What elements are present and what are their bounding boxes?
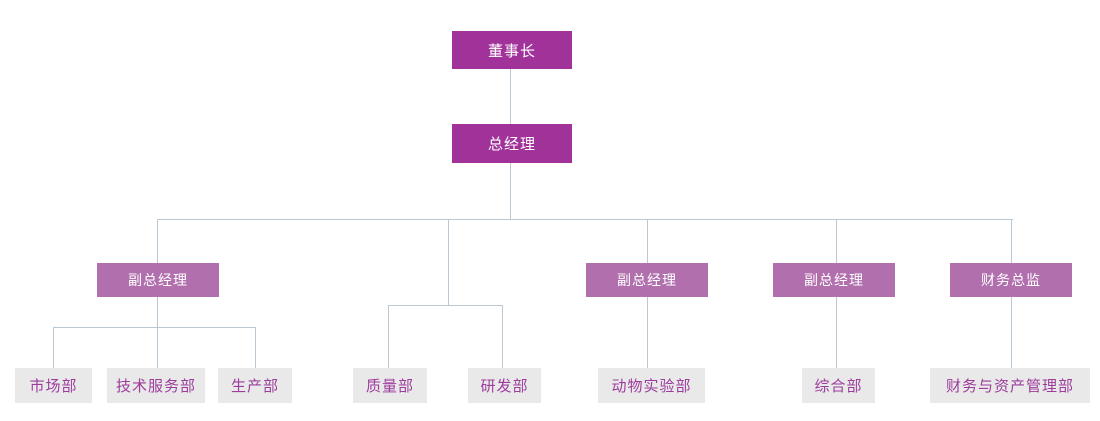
connector-line [647, 219, 648, 263]
connector-line [1011, 219, 1012, 263]
connector-line [157, 296, 158, 327]
org-node-deputy-gm-3: 副总经理 [773, 263, 895, 297]
connector-line [53, 327, 256, 328]
org-node-tech-service-dept: 技术服务部 [107, 368, 205, 403]
connector-line [836, 219, 837, 263]
org-node-deputy-gm-1: 副总经理 [97, 263, 219, 297]
connector-line [388, 305, 389, 368]
org-node-general-manager: 总经理 [452, 124, 572, 163]
connector-line [157, 327, 158, 368]
org-node-quality-dept: 质量部 [353, 368, 427, 403]
connector-line [255, 327, 256, 368]
connector-line [502, 305, 503, 368]
org-node-animal-lab-dept: 动物实验部 [598, 368, 705, 403]
connector-line [1011, 296, 1012, 368]
connector-line [836, 296, 837, 368]
connector-line [388, 305, 502, 306]
org-node-finance-director: 财务总监 [950, 263, 1072, 297]
connector-line [157, 219, 1013, 220]
connector-line [510, 69, 511, 124]
connector-line [448, 219, 449, 305]
connector-line [53, 327, 54, 368]
org-node-rd-dept: 研发部 [468, 368, 541, 403]
connector-line [510, 163, 511, 219]
org-node-chairman: 董事长 [452, 31, 572, 69]
org-node-general-affairs-dept: 综合部 [802, 368, 875, 403]
org-node-finance-asset-dept: 财务与资产管理部 [930, 368, 1090, 403]
org-node-marketing-dept: 市场部 [15, 368, 92, 403]
org-node-deputy-gm-2: 副总经理 [586, 263, 708, 297]
connector-line [647, 296, 648, 368]
org-node-production-dept: 生产部 [218, 368, 292, 403]
connector-line [157, 219, 158, 263]
